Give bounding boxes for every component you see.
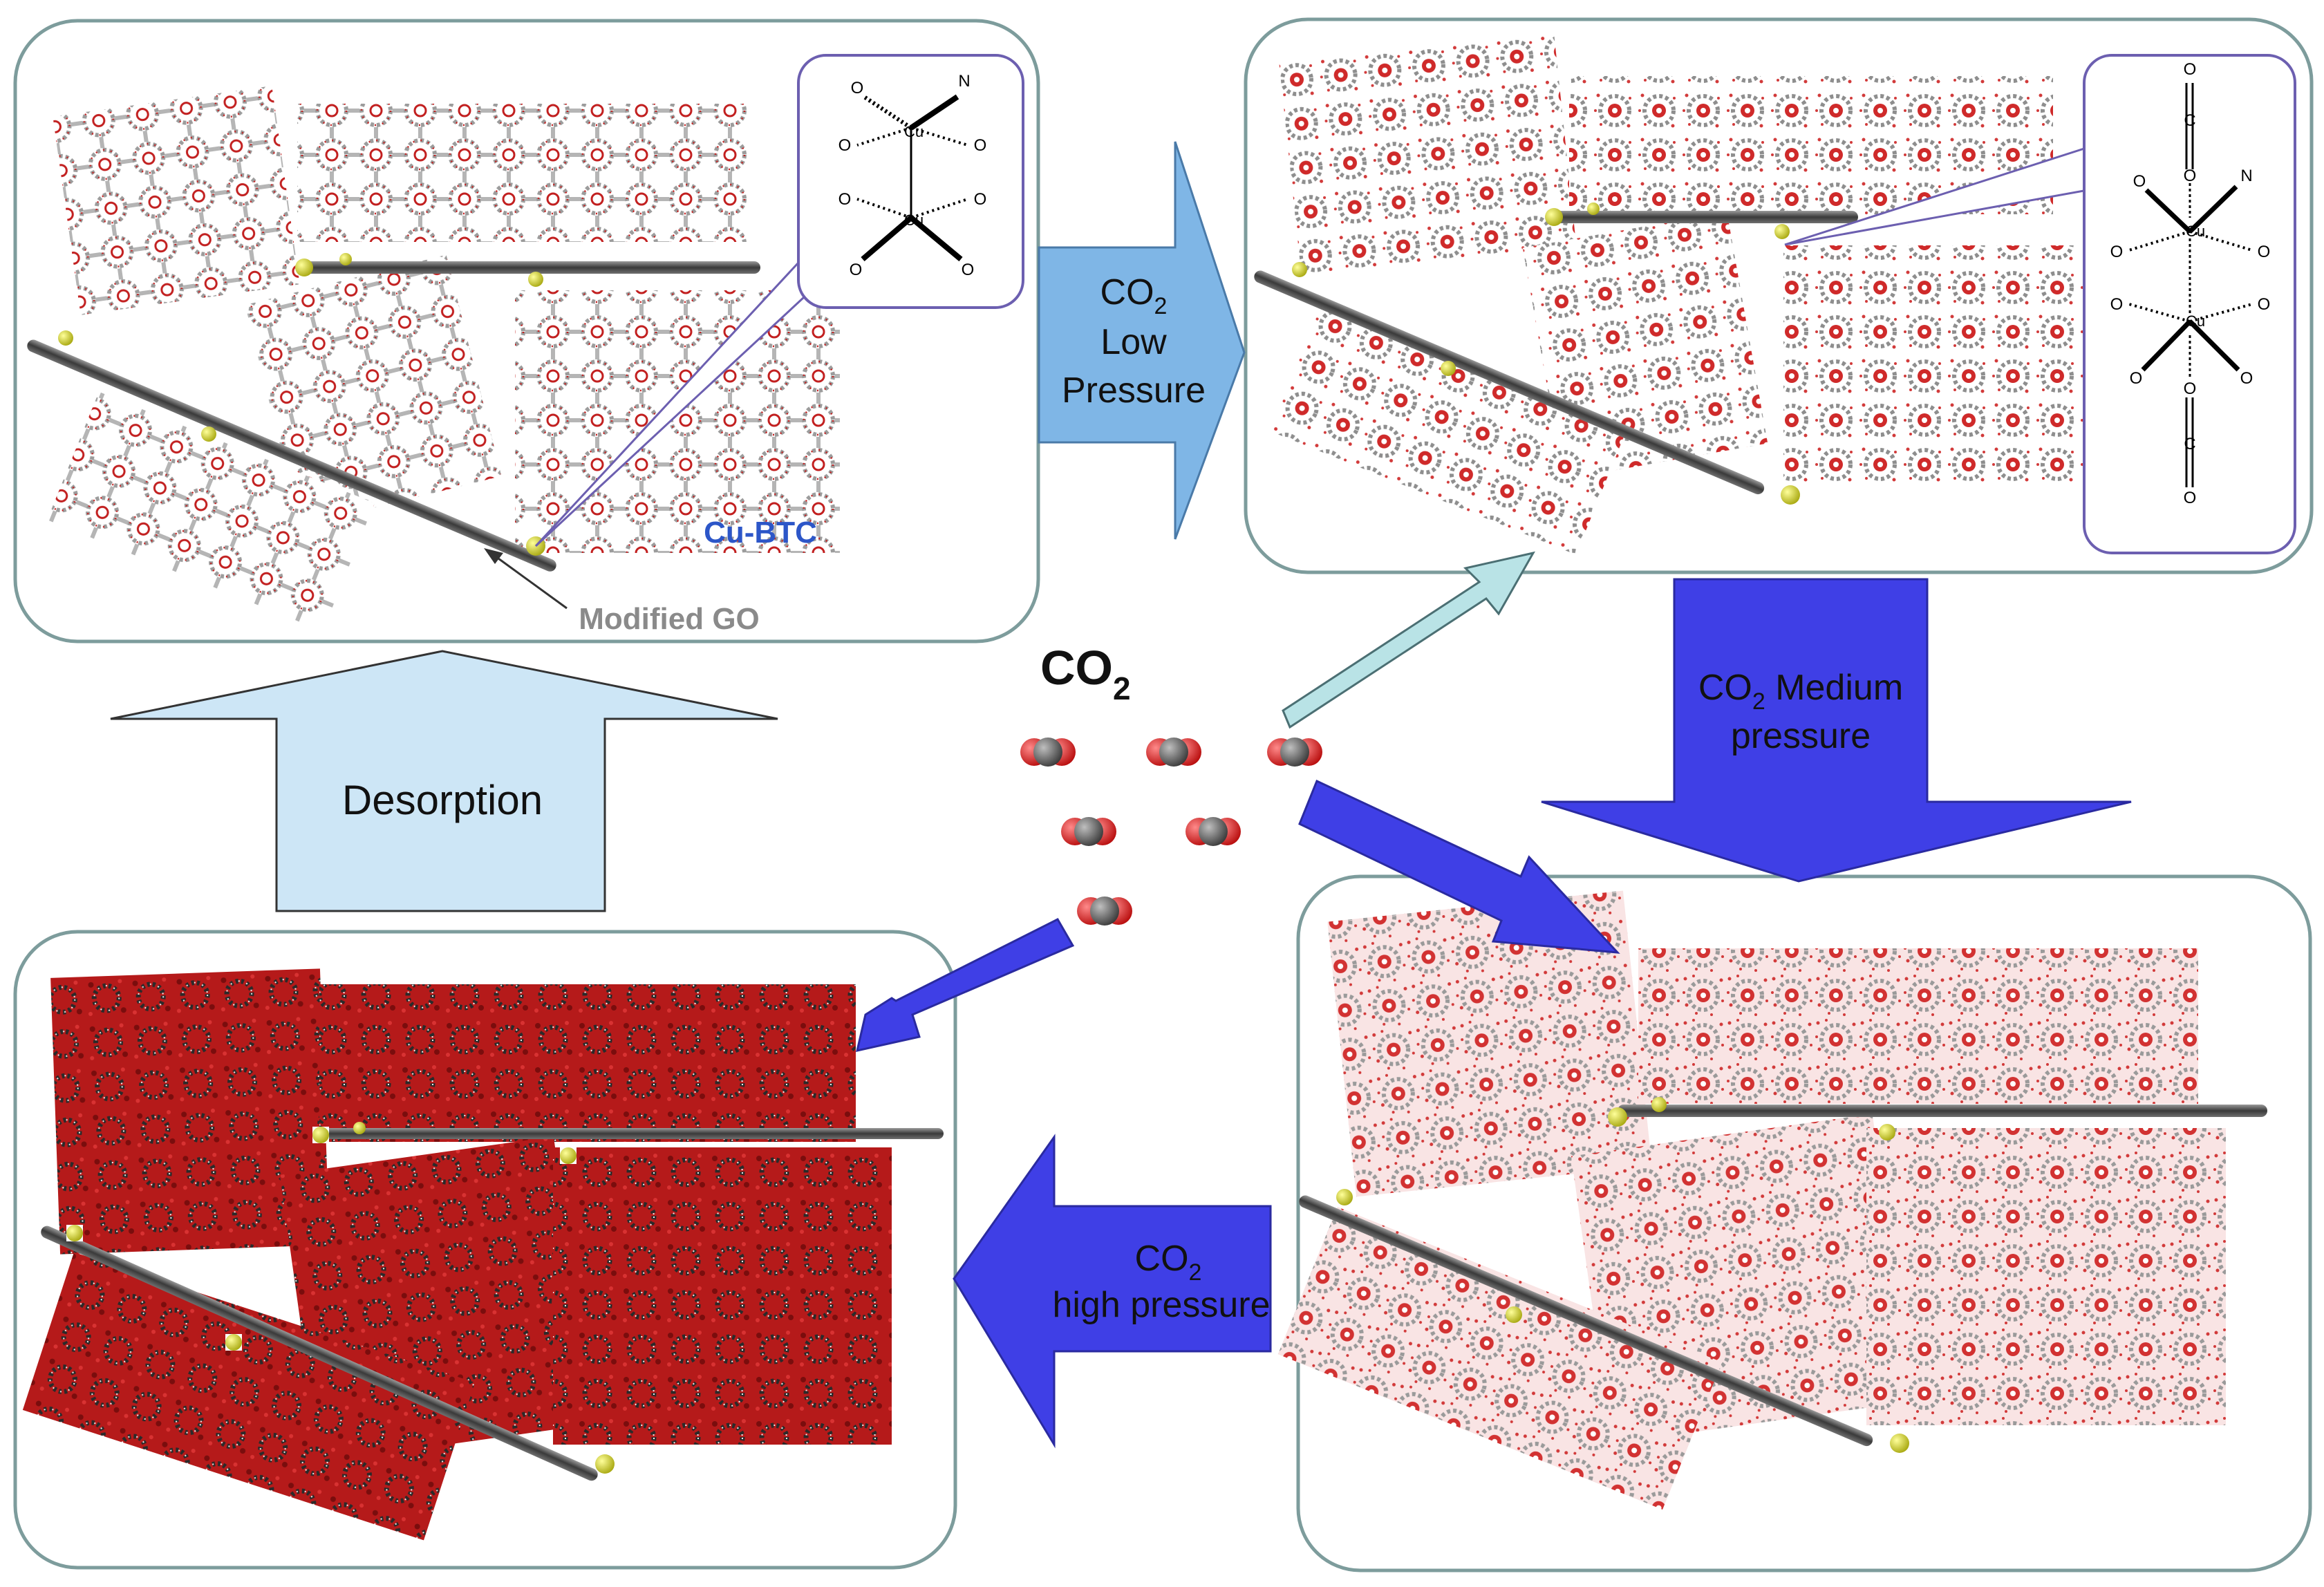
modified-go-label: Modified GO	[579, 602, 760, 636]
arrow-low-pressure: CO2 Low Pressure	[1038, 141, 1246, 540]
atom-label: O	[851, 79, 864, 97]
arrow-medium-line2: pressure	[1731, 716, 1871, 756]
arrow-high-sub: 2	[1189, 1259, 1202, 1286]
arrow-high-pressure: CO2 high pressure	[953, 1134, 1272, 1449]
atom-label: O	[2110, 295, 2124, 314]
svg-text:CO2: CO2	[1100, 272, 1168, 319]
co2-molecule	[1061, 817, 1116, 846]
atom-label: Cu	[2186, 223, 2205, 240]
modified-go-sheets-low	[1254, 203, 1858, 505]
arrow-medium-pressure: CO2 Medium pressure	[1541, 578, 2132, 883]
atom-label: O	[2240, 369, 2253, 388]
atom-label: N	[2240, 167, 2252, 185]
co2-title-sub: 2	[1113, 670, 1131, 706]
pointer-arrowhead	[484, 548, 503, 564]
atom-label: O	[2110, 243, 2124, 261]
atom-label: O	[2258, 243, 2271, 261]
atom-label: O	[838, 136, 852, 155]
atom-label: N	[958, 72, 970, 91]
atom-label: O	[2184, 60, 2197, 79]
atom-label: O	[850, 261, 863, 279]
atom-label: O	[838, 190, 852, 209]
modified-go-sheets-medium	[1299, 1097, 2267, 1453]
co2-molecule	[1146, 738, 1201, 767]
arrow-low-co: CO	[1100, 272, 1154, 312]
atom-label: Cu	[904, 212, 924, 229]
arrow-low-sub: 2	[1154, 293, 1168, 319]
arrow-low-line2: Low	[1100, 322, 1167, 362]
co2-title-main: CO	[1040, 641, 1113, 695]
co2-molecule	[1020, 738, 1076, 767]
modified-go-pointer	[490, 552, 568, 610]
co2-molecule	[1267, 738, 1322, 767]
arrow-medium-sub: 2	[1752, 688, 1765, 715]
arrow-high-line2: high pressure	[1052, 1285, 1270, 1325]
svg-text:CO2: CO2	[1135, 1239, 1202, 1286]
arrow-medium-rest: Medium	[1765, 668, 1903, 708]
inset-atoms-empty: O N Cu O O O O Cu O O	[838, 72, 987, 279]
coordination-inset-low	[2083, 54, 2296, 554]
atom-label: O	[2133, 172, 2146, 191]
arrow-low-line3: Pressure	[1062, 370, 1206, 411]
atom-label: C	[2184, 111, 2195, 130]
arrow-medium-co: CO	[1698, 668, 1752, 708]
co2-molecule	[1077, 896, 1132, 926]
modified-go-sheets-high	[41, 1122, 944, 1481]
arrow-desorption: Desorption	[110, 650, 778, 912]
atom-label: O	[2184, 167, 2197, 185]
svg-text:CO2 Medium: CO2 Medium	[1698, 668, 1903, 715]
coordination-inset-empty	[797, 54, 1024, 309]
atom-label: O	[974, 136, 987, 155]
arrow-to-medium-panel	[1298, 779, 1620, 954]
modified-go-sheets	[27, 253, 760, 572]
inset-atoms-low: O C O O N Cu O O O O Cu O O O C O	[2110, 60, 2271, 507]
atom-label: O	[2184, 379, 2197, 398]
arrow-to-low-panel	[1282, 551, 1535, 729]
atom-label: O	[2258, 295, 2271, 314]
cu-btc-label: Cu-BTC	[704, 516, 817, 550]
co2-molecules	[1020, 738, 1322, 926]
co2-title: CO2	[1040, 641, 1131, 706]
mof-blocks-high	[22, 968, 892, 1541]
atom-label: C	[2184, 435, 2195, 453]
atom-label: O	[962, 261, 975, 279]
atom-label: Cu	[2186, 312, 2205, 330]
mof-blocks-empty	[47, 86, 840, 632]
atom-label: O	[2184, 489, 2197, 507]
mof-blocks-medium	[1277, 890, 2226, 1510]
atom-label: O	[974, 190, 987, 209]
arrow-to-high-panel	[856, 918, 1075, 1052]
atom-label: O	[2130, 369, 2143, 388]
atom-label: Cu	[904, 123, 924, 140]
arrow-high-co: CO	[1135, 1239, 1189, 1279]
desorption-label: Desorption	[342, 777, 543, 823]
co2-molecule	[1186, 817, 1241, 846]
